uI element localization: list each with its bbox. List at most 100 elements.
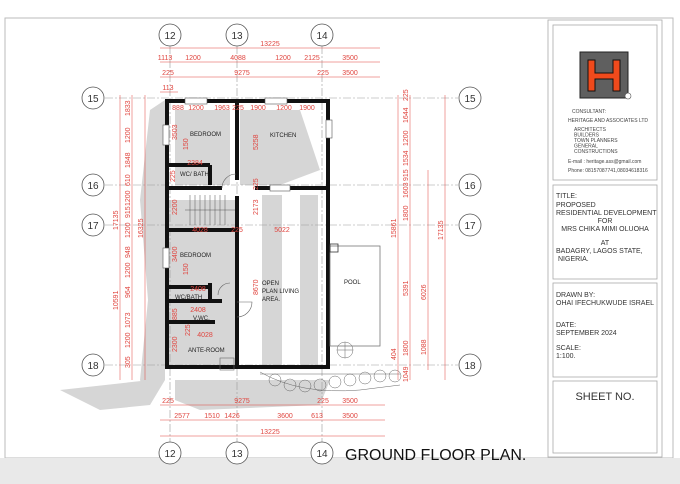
room-label-kitchen: KITCHEN: [270, 133, 296, 139]
dimension-label: 885: [172, 308, 179, 320]
scale-label: SCALE:: [556, 345, 581, 352]
dimension-label: 3600: [277, 413, 293, 420]
dimension-label: 9275: [234, 70, 250, 77]
grid-bubble-label: 18: [87, 361, 99, 372]
consultant-name: HERITAGE AND ASSOCIATES LTD: [568, 118, 648, 124]
dimension-label: 915: [125, 206, 132, 218]
dimension-label: 1088: [421, 339, 428, 355]
dimension-label: 404: [391, 348, 398, 360]
dimension-label: 225: [253, 178, 260, 190]
project-title-line: PROPOSED: [556, 202, 596, 209]
dimension-label: 1963: [214, 105, 230, 112]
grid-bubble-label: 13: [231, 31, 243, 42]
dimension-label: 225: [231, 227, 243, 234]
dimension-label: 613: [311, 413, 323, 420]
dimension-label: 4028: [192, 227, 208, 234]
consultant-service: ARCHITECTS: [574, 127, 607, 133]
landscape-hatch: [259, 341, 402, 393]
dimension-label: 225: [162, 70, 174, 77]
room-label-wc-bath: WC/BATH: [175, 295, 202, 301]
grid-bubble: [81, 173, 105, 197]
consultant-email: E-mail : heritage.ass@gmail.com: [568, 159, 641, 165]
dimension-label: 964: [125, 286, 132, 298]
consultant-label: CONSULTANT:: [572, 109, 606, 115]
title-block-text: CONSULTANT: HERITAGE AND ASSOCIATES LTD AR…: [556, 109, 657, 403]
room-label-pool: POOL: [344, 280, 361, 286]
dimension-label: 225: [185, 324, 192, 336]
dimension-label: 2408: [190, 307, 206, 314]
room-label-wc-bath: WC/ BATH: [180, 172, 209, 178]
grid-bubble: [225, 23, 249, 47]
dimension-label: 948: [125, 246, 132, 258]
dimension-label: 3500: [342, 413, 358, 420]
dimension-label: 305: [125, 356, 132, 368]
grid-bubble-label: 18: [464, 361, 476, 372]
dimension-label: 150: [183, 263, 190, 275]
dimension-label: 225: [162, 398, 174, 405]
drawn-by-value: OHAI IFECHUKWUDE ISRAEL: [556, 300, 654, 307]
dimension-label: 10591: [113, 290, 120, 310]
project-title-line: BADAGRY, LAGOS STATE,: [556, 248, 643, 255]
dimension-label: 6026: [421, 284, 428, 300]
dimension-label: 1534: [403, 150, 410, 166]
room-label-living-area: AREA.: [262, 297, 280, 303]
dimension-label: 1200: [188, 105, 204, 112]
staircase: [185, 195, 235, 225]
dimension-label: 15861: [391, 218, 398, 238]
dimension-label: 915: [403, 169, 410, 181]
dimension-label: 2200: [172, 199, 179, 215]
project-title-line: AT: [601, 240, 610, 247]
room-labels: BEDROOM KITCHEN WC/ BATH BEDROOM WC/BATH V.WC…: [175, 132, 361, 354]
room-label-living-area: OPEN: [262, 281, 279, 287]
dimension-label: 1603: [403, 182, 410, 198]
room-label-bedroom: BEDROOM: [190, 132, 221, 138]
sheet-number-label: SHEET NO.: [575, 391, 634, 403]
grid-bubble-label: 13: [231, 449, 243, 460]
title-label: TITLE:: [556, 193, 577, 200]
dimension-label: 4028: [197, 332, 213, 339]
dimension-label: 2577: [174, 413, 190, 420]
dimension-label: 225: [317, 398, 329, 405]
dimension-label: 2173: [253, 199, 260, 215]
grid-bubble-label: 12: [164, 31, 176, 42]
project-title-line: RESIDENTIAL DEVELOPMENT: [556, 210, 657, 217]
dimension-label: 1200: [185, 55, 201, 62]
dimension-label: 610: [125, 174, 132, 186]
scale-value: 1:100.: [556, 353, 576, 360]
grid-bubble: [310, 441, 334, 465]
dimension-label: 3503: [172, 124, 179, 140]
grid-bubble-label: 17: [87, 221, 99, 232]
dimension-label: 1200: [403, 130, 410, 146]
dimension-label: 1200: [125, 262, 132, 278]
dimension-label: 1200: [125, 332, 132, 348]
dimension-label: 1900: [299, 105, 315, 112]
project-title-line: MRS CHIKA MIMI OLUOHA: [561, 226, 649, 233]
grid-bubble: [81, 86, 105, 110]
dimension-label: 3500: [342, 398, 358, 405]
dimension-label: 3500: [342, 70, 358, 77]
dimension-label: 3400: [172, 246, 179, 262]
consultant-service: CONSTRUCTIONS: [574, 149, 618, 155]
dimension-label: 13225: [260, 41, 280, 48]
dimension-label: 225: [403, 89, 410, 101]
grid-bubble: [458, 353, 482, 377]
dimension-label: 17135: [438, 220, 445, 240]
dimension-label: 1800: [403, 340, 410, 356]
grid-bubble: [81, 353, 105, 377]
bottom-strip: [0, 458, 680, 484]
dimension-label: 16325: [138, 218, 145, 238]
dimension-label: 888: [172, 105, 184, 112]
dimension-label: 13225: [260, 429, 280, 436]
grid-bubble: [81, 213, 105, 237]
dimension-label: 2300: [172, 336, 179, 352]
room-label-vwc: V.WC.: [193, 316, 210, 322]
dimension-label: 150: [183, 138, 190, 150]
grid-bubble-label: 15: [87, 94, 99, 105]
dimension-label: 2384: [187, 160, 203, 167]
dimension-label: 9275: [234, 398, 250, 405]
dimension-label: 1113: [158, 55, 173, 62]
room-label-bedroom: BEDROOM: [180, 253, 211, 259]
dimension-label: 1644: [403, 107, 410, 123]
drawing-title: GROUND FLOOR PLAN.: [345, 447, 526, 464]
